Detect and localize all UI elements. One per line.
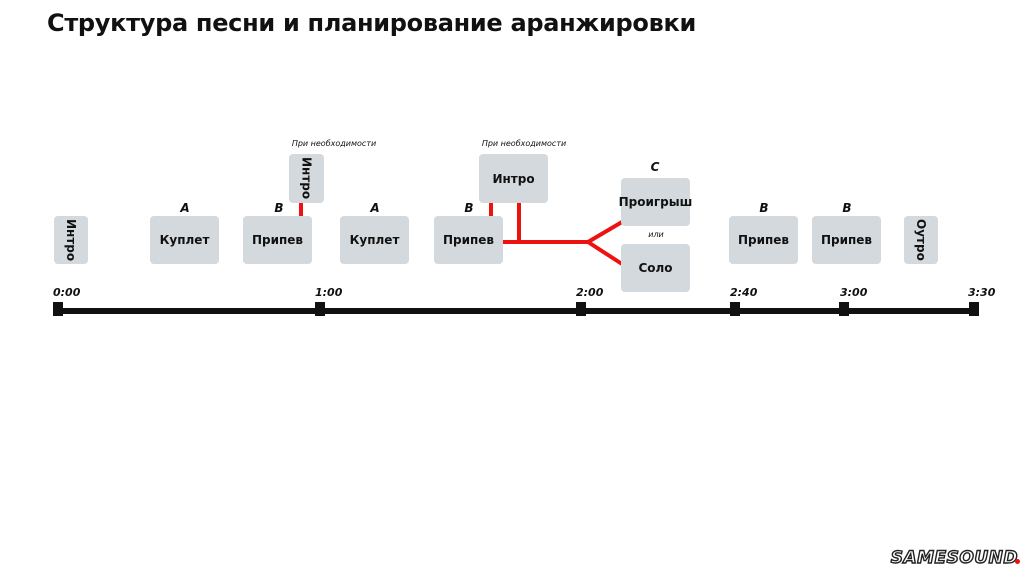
timeline-bar bbox=[53, 308, 979, 314]
section-letter-bridge: C bbox=[650, 160, 660, 174]
block-chorus3: Припев bbox=[729, 216, 798, 264]
section-letter-verse1: A bbox=[180, 201, 190, 215]
block-intro-start: Интро bbox=[54, 216, 88, 264]
optional-note-1: При необходимости bbox=[291, 139, 377, 148]
block-solo: Соло bbox=[621, 244, 690, 292]
block-solo-label: Соло bbox=[638, 261, 673, 275]
block-intro-optional1-label: Интро bbox=[299, 157, 314, 200]
timeline-label-2: 2:00 bbox=[576, 286, 604, 299]
block-chorus4: Припев bbox=[812, 216, 881, 264]
block-intro-optional1: Интро bbox=[289, 154, 324, 203]
block-chorus1: Припев bbox=[243, 216, 312, 264]
block-verse2-label: Куплет bbox=[349, 233, 400, 247]
block-intro-optional2: Интро bbox=[479, 154, 548, 203]
samesound-logo: SAMESOUND bbox=[890, 547, 1018, 568]
timeline-tick-2 bbox=[576, 302, 586, 316]
block-verse1-label: Куплет bbox=[159, 233, 210, 247]
section-letter-chorus3: B bbox=[759, 201, 769, 215]
block-verse2: Куплет bbox=[340, 216, 409, 264]
timeline-tick-0 bbox=[53, 302, 63, 316]
block-intro-start-label: Интро bbox=[64, 218, 78, 262]
timeline-label-1: 1:00 bbox=[315, 286, 343, 299]
block-outro: Оутро bbox=[904, 216, 938, 264]
block-intro-optional2-label: Интро bbox=[492, 171, 535, 186]
logo-dot-icon bbox=[1015, 559, 1020, 564]
page-title: Структура песни и планирование аранжиров… bbox=[47, 9, 696, 37]
block-chorus2-label: Припев bbox=[442, 233, 495, 247]
block-outro-label: Оутро bbox=[914, 219, 928, 261]
section-letter-verse2: A bbox=[370, 201, 380, 215]
block-bridge: Проигрыш bbox=[618, 178, 693, 226]
block-bridge-label: Проигрыш bbox=[618, 195, 693, 209]
or-note: или bbox=[648, 230, 664, 239]
connector-chorus1-intro bbox=[299, 203, 303, 217]
timeline-label-4: 3:00 bbox=[840, 286, 868, 299]
timeline-label-3: 2:40 bbox=[730, 286, 758, 299]
block-chorus3-label: Припев bbox=[737, 233, 790, 247]
section-letter-chorus4: B bbox=[842, 201, 852, 215]
block-chorus1-label: Припев bbox=[251, 233, 304, 247]
section-letter-chorus1: B bbox=[274, 201, 284, 215]
timeline-tick-1 bbox=[315, 302, 325, 316]
timeline-label-5: 3:30 bbox=[968, 286, 996, 299]
timeline-tick-4 bbox=[839, 302, 849, 316]
optional-note-2: При необходимости bbox=[481, 139, 567, 148]
block-chorus2: Припев bbox=[434, 216, 503, 264]
timeline-tick-3 bbox=[730, 302, 740, 316]
timeline-label-0: 0:00 bbox=[53, 286, 81, 299]
block-verse1: Куплет bbox=[150, 216, 219, 264]
connector-chorus2-intro bbox=[489, 203, 493, 217]
block-chorus4-label: Припев bbox=[820, 233, 873, 247]
timeline-tick-5 bbox=[969, 302, 979, 316]
section-letter-chorus2: B bbox=[464, 201, 474, 215]
